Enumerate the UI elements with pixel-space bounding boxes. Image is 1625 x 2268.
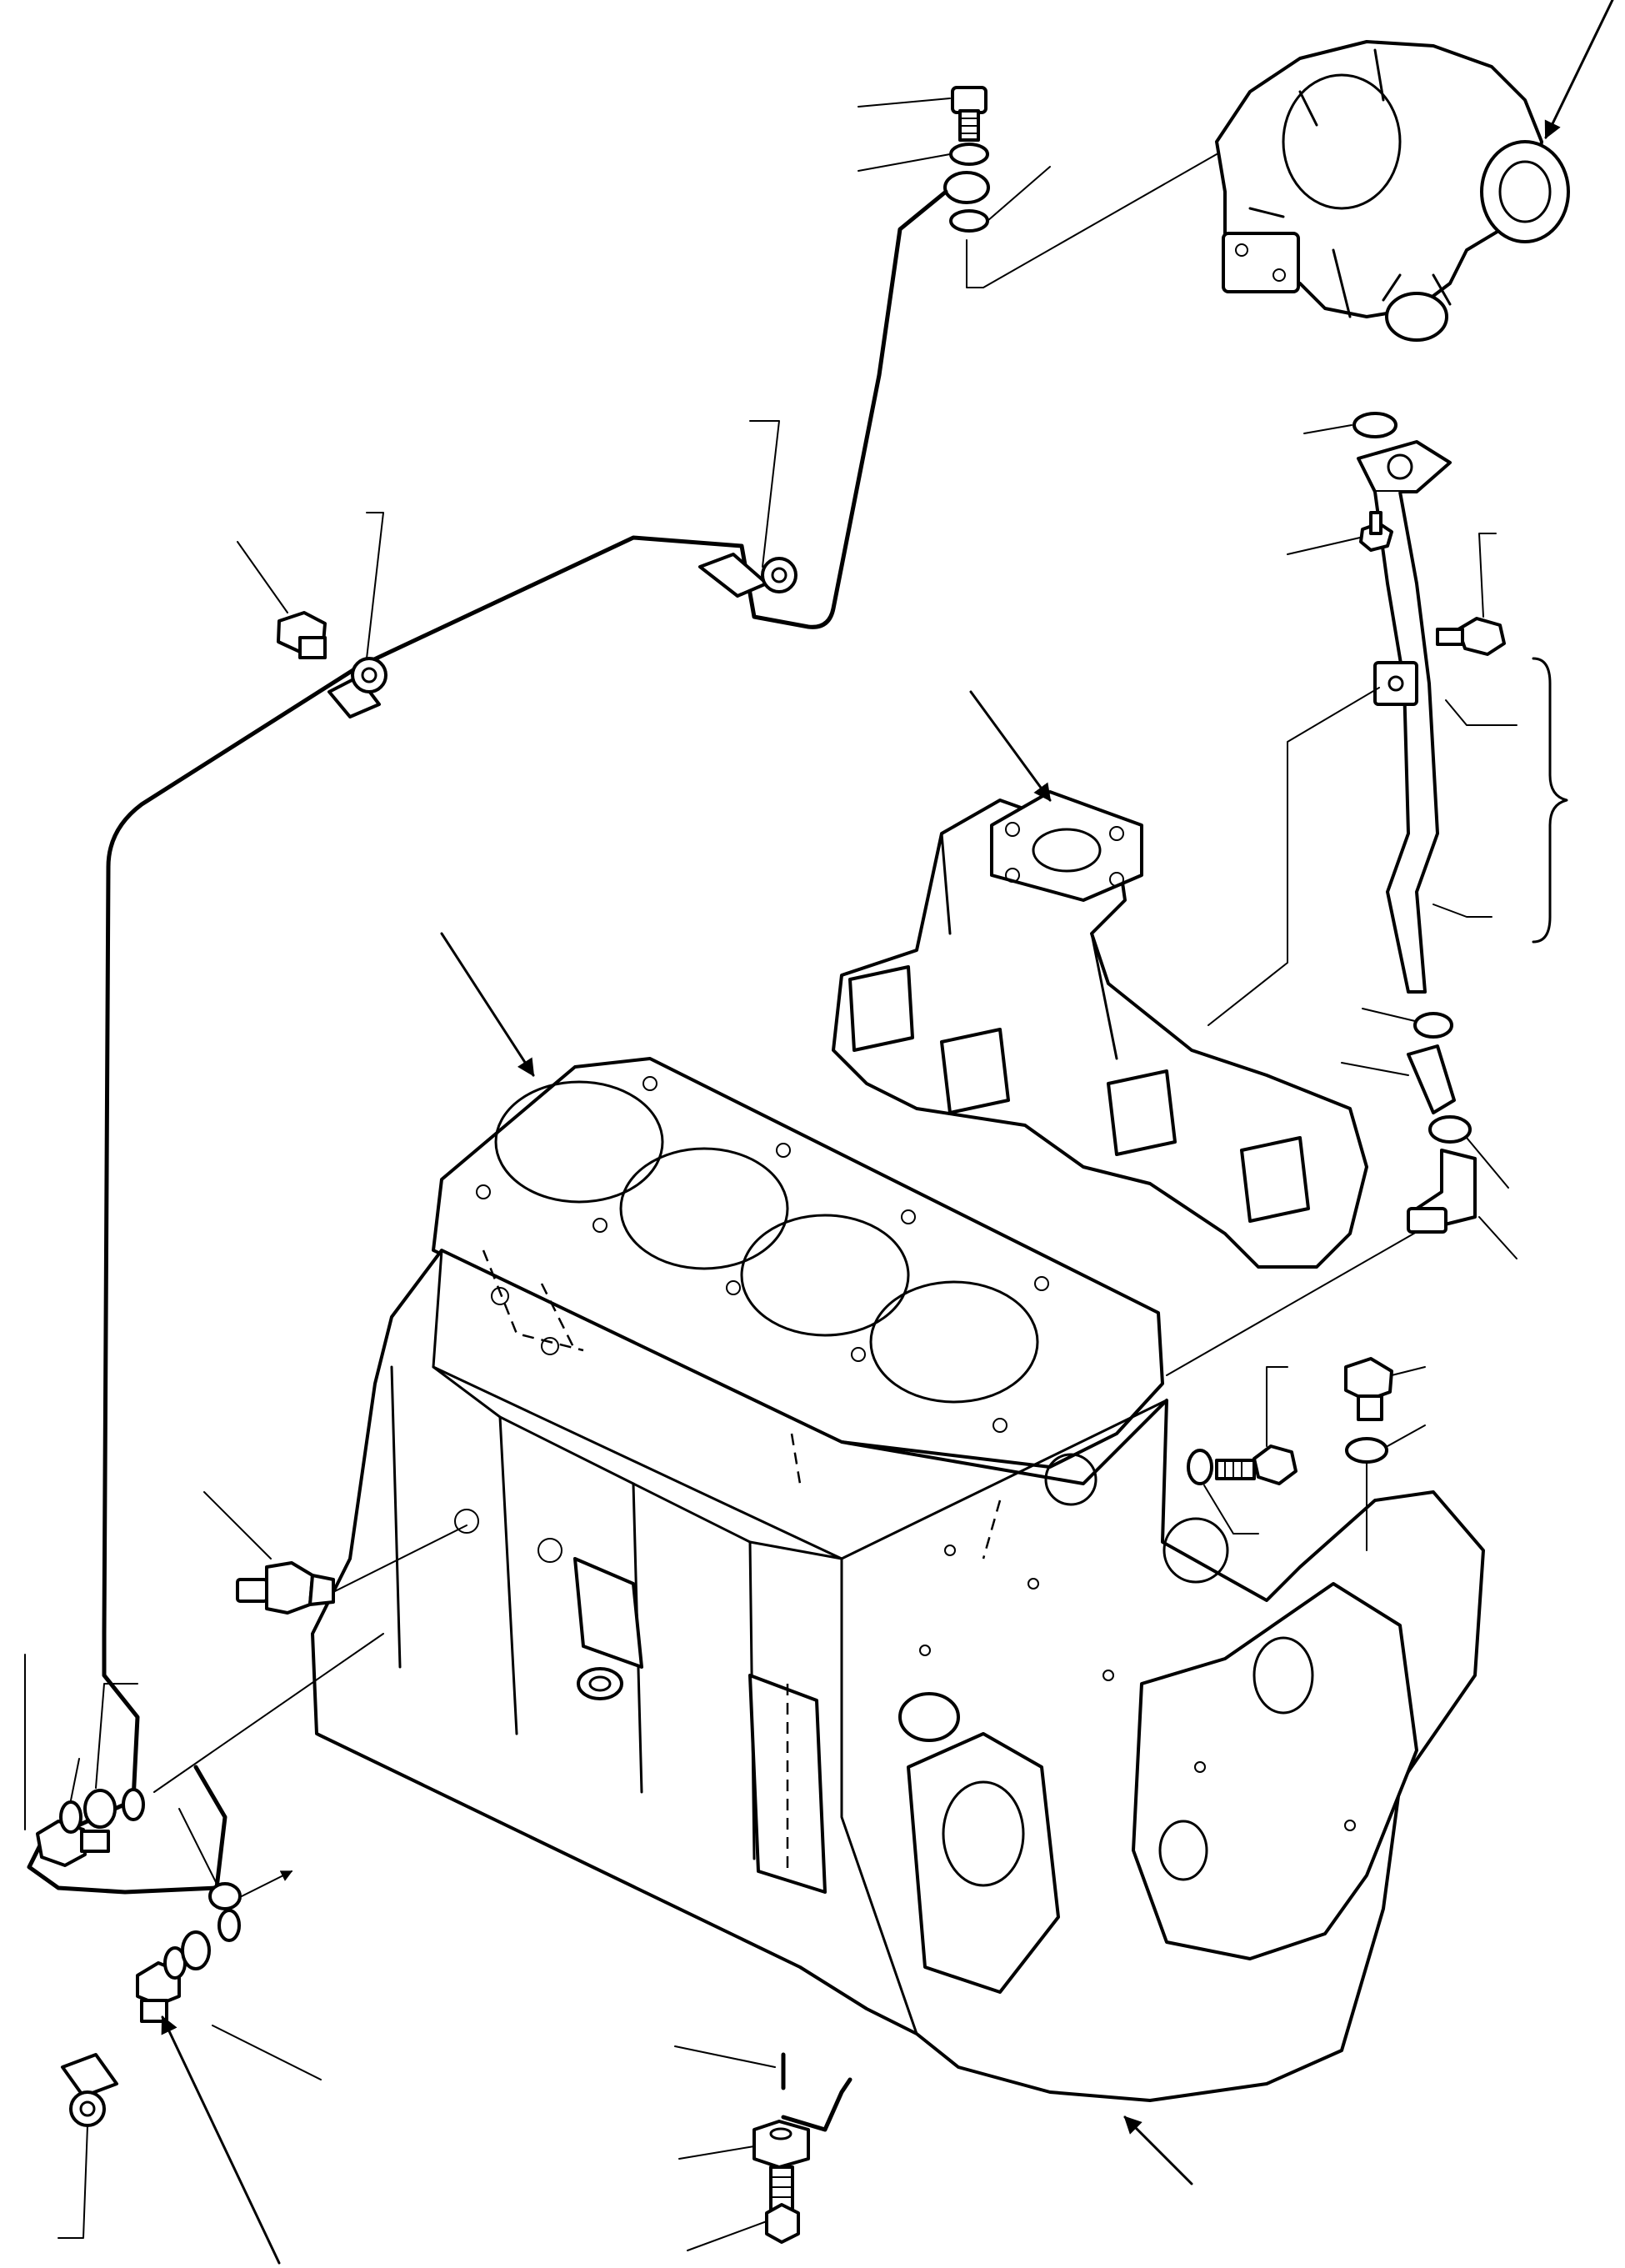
leader-line [1478, 1216, 1518, 1259]
sealing-washer [218, 1909, 241, 1942]
engine-block [311, 1249, 1485, 2102]
leader-line [153, 1633, 384, 1793]
pipe-clamp [698, 553, 798, 598]
clamp-bolt [277, 611, 327, 659]
drain-plug [1344, 1357, 1393, 1421]
drain-tube-bolt [1436, 617, 1506, 656]
washer [1187, 1449, 1213, 1485]
leader-line [858, 153, 951, 172]
leader-line [1266, 1366, 1288, 1447]
sealing-washer [949, 143, 989, 166]
leader-line [749, 420, 780, 568]
gasket-arrow [440, 932, 535, 1077]
block-arrow [1123, 2115, 1193, 2185]
leader-line [1341, 1062, 1409, 1076]
manifold-arrow [969, 690, 1052, 802]
leader-line [1478, 533, 1497, 618]
hex-bolt [1215, 1444, 1298, 1485]
leader-line [966, 153, 1218, 288]
o-ring [1352, 412, 1398, 438]
sealing-washer [949, 209, 989, 233]
leader-line [1166, 1231, 1418, 1376]
oil-feed-pipe-lower [27, 1631, 228, 1895]
leader-line [58, 2125, 88, 2239]
banjo-fitting [943, 171, 990, 204]
group-brace [1532, 657, 1568, 944]
banjo-fitting [83, 1789, 117, 1829]
leader-line [212, 2025, 322, 2080]
leader-line [1303, 424, 1352, 434]
leader-line [1466, 1137, 1509, 1189]
hose-clamp [1428, 1115, 1472, 1144]
exhaust-manifold [832, 790, 1368, 1269]
collar-nut [752, 2120, 810, 2169]
leader-line [366, 512, 384, 659]
oil-pressure-switch [236, 1561, 335, 1615]
pipe-clamp [328, 657, 388, 718]
leader-line [1445, 699, 1518, 726]
hex-nut [208, 1882, 242, 1910]
leader-line [332, 1525, 468, 1593]
leader-line [1203, 1484, 1259, 1535]
oil-feed-pipe [102, 189, 948, 1636]
bolt-arrow [161, 2015, 281, 2265]
leader-line [70, 1758, 80, 1801]
turbocharger [1215, 40, 1570, 342]
leader-line [203, 1491, 272, 1560]
drain-tube-bolt [1359, 511, 1393, 552]
leader-line [237, 541, 288, 613]
hose [1407, 1044, 1456, 1114]
leader-line [1362, 1008, 1416, 1022]
bracket [1373, 661, 1418, 706]
leader-line [687, 2220, 768, 2251]
sealing-washer [59, 1800, 82, 1834]
turbocharger-arrow [1544, 0, 1614, 139]
banjo-bolt [951, 86, 988, 142]
leader-line [1287, 537, 1361, 555]
bent-pipe [781, 2077, 852, 2132]
leader-line [858, 98, 951, 108]
leader-line [1208, 687, 1380, 1026]
pipe-clamp-lower [61, 2053, 118, 2127]
leader-line [674, 2045, 776, 2068]
stud-bolt [765, 2165, 800, 2244]
leader-line [678, 2145, 755, 2160]
hose-clamp [1413, 1012, 1453, 1039]
leader-line [1387, 1424, 1426, 1447]
leader-line [987, 166, 1051, 222]
washer [1345, 1437, 1388, 1464]
leader-line [95, 1683, 138, 1789]
leader-line [1432, 904, 1492, 918]
leader-line [178, 1808, 218, 1885]
elbow-fitting [1407, 1149, 1477, 1234]
leader-line [241, 1870, 293, 1897]
banjo-fitting [181, 1930, 211, 1970]
sealing-washer [122, 1788, 145, 1821]
leader-line [1391, 1366, 1426, 1376]
